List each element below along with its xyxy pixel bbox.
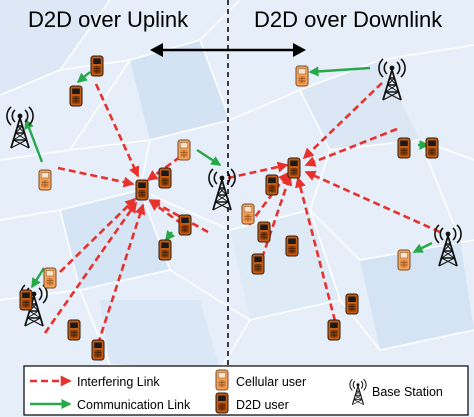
interfering-link (227, 161, 289, 180)
legend-cellular-icon (215, 369, 229, 391)
cellular-phone-icon (241, 203, 255, 225)
legend-base-station-label: Base Station (372, 385, 443, 399)
d2d-phone-icon (251, 253, 265, 275)
d2d-phone-icon (285, 235, 299, 257)
d2d-phone-icon (345, 293, 359, 315)
interfering-link (260, 174, 293, 259)
legend-communication-label: Communication Link (77, 398, 191, 412)
d2d-phone-icon (158, 239, 172, 261)
legend-interfering-label: Interfering Link (77, 375, 160, 389)
communication-link (30, 267, 46, 289)
legend-cellular-label: Cellular user (236, 375, 306, 389)
d2d-phone-icon (90, 55, 104, 77)
interfering-link (304, 127, 398, 167)
heading-downlink: D2D over Downlink (254, 7, 443, 32)
d2d-phone-icon (265, 174, 279, 196)
legend: Interfering Link Communication Link Cell… (23, 365, 469, 416)
interfering-link (94, 83, 140, 178)
cellular-phone-icon (397, 249, 411, 271)
communication-link (412, 241, 433, 254)
d2d-phone-icon (397, 137, 411, 159)
interfering-link (148, 199, 183, 226)
heading-uplink: D2D over Uplink (28, 7, 189, 32)
interfering-link (304, 170, 441, 234)
d2d-phone-icon (135, 179, 149, 201)
interfering-link (57, 166, 135, 188)
interfering-links (43, 82, 441, 345)
interfering-link (295, 176, 337, 322)
communication-link (24, 118, 44, 163)
interfering-link (146, 155, 181, 182)
interfering-link (96, 203, 146, 345)
d2d-phone-icon (69, 85, 83, 107)
cellular-phone-icon (43, 267, 57, 289)
interfering-link (59, 197, 137, 273)
legend-d2d-label: D2D user (236, 398, 289, 412)
cellular-phone-icon (295, 65, 309, 87)
legend-box (23, 365, 469, 416)
cellular-phone-icon (38, 169, 52, 191)
d2d-phone-icon (257, 221, 271, 243)
communication-link (165, 230, 176, 242)
communication-link (196, 148, 222, 167)
legend-d2d-icon (215, 392, 229, 414)
interfering-link (302, 82, 383, 160)
d2d-phone-icon (67, 319, 81, 341)
d2d-phone-icon (425, 137, 439, 159)
d2d-phone-icon (91, 339, 105, 361)
interfering-link (43, 201, 138, 334)
d2d-phone-icon (178, 214, 192, 236)
cellular-phone-icon (177, 139, 191, 161)
d2d-phone-icon (327, 319, 341, 341)
d2d-phone-icon (287, 157, 301, 179)
d2d-phone-icon (158, 167, 172, 189)
d2d-phone-icon (19, 289, 33, 311)
double-arrow (150, 43, 306, 57)
communication-link (308, 66, 371, 77)
communication-link (76, 71, 91, 83)
